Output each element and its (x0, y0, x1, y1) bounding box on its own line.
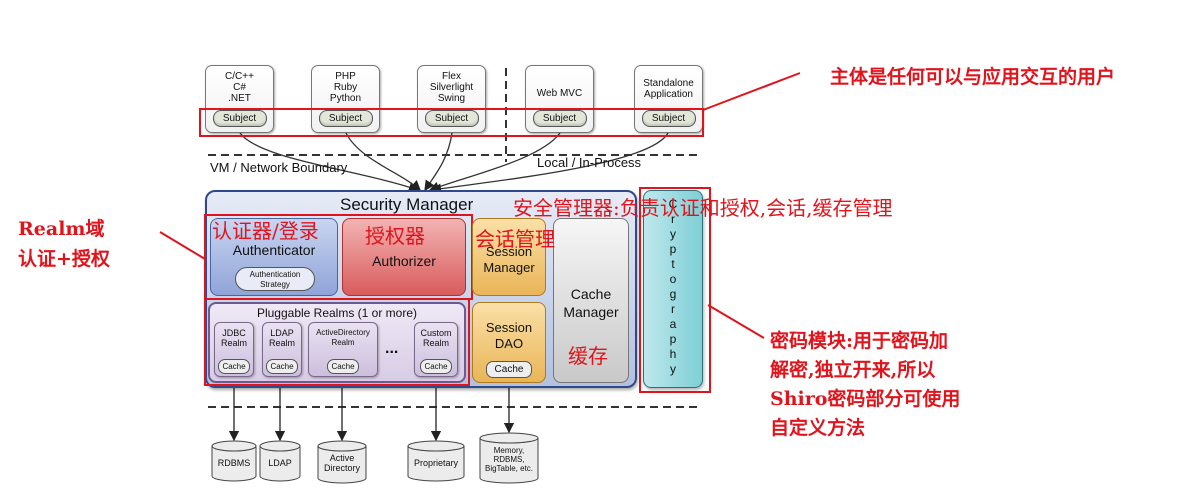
datastore-label: LDAP (268, 458, 292, 468)
subject-pill: Subject (212, 110, 267, 127)
realm-ldap: LDAP Realm Cache (262, 322, 302, 377)
security-manager-annotation: 安全管理器:负责认证和授权,会话,缓存管理 (513, 196, 893, 220)
client-php-ruby-python: PHP Ruby Python Subject (311, 65, 380, 133)
client-standalone-app: Standalone Application Subject (634, 65, 703, 133)
subject-highlight-box (199, 108, 704, 137)
cryptography-letter: r (671, 302, 675, 316)
client-cpp-dotnet: C/C++ C# .NET Subject (205, 65, 274, 133)
realm-label: LDAP Realm (268, 328, 295, 348)
authorizer-box: Authorizer (342, 218, 466, 296)
cryptography-letter: p (669, 242, 677, 256)
crypto-annotation-line4: 自定义方法 (770, 417, 866, 439)
cryptography-letter: y (670, 227, 676, 241)
client-flex-silverlight-swing: Flex Silverlight Swing Subject (417, 65, 486, 133)
realm-annotation-line2: 认证+授权 (18, 248, 110, 270)
realm-custom: Custom Realm Cache (414, 322, 458, 377)
cryptography-letter: t (671, 257, 675, 271)
cryptography-letter: y (670, 362, 676, 376)
subject-pill: Subject (318, 110, 373, 127)
session-dao-cache-pill: Cache (486, 361, 532, 378)
crypto-annotation-line2: 解密,独立开来,所以 (770, 359, 936, 381)
client-label: Standalone Application (643, 78, 694, 100)
authorizer-label: Authorizer (372, 253, 436, 269)
session-dao-label: Session DAO (485, 320, 533, 351)
vm-boundary-label: VM / Network Boundary (210, 160, 348, 175)
cryptography-letter: h (669, 347, 677, 361)
realm-cache-pill: Cache (266, 359, 298, 374)
cryptography-letter: C (668, 197, 678, 211)
cryptography-letter: a (669, 317, 677, 331)
datastore-label: RDBMS (217, 458, 251, 468)
client-label: C/C++ C# .NET (225, 71, 254, 104)
cryptography-letter: g (669, 287, 677, 301)
authenticator-annotation: 认证器/登录 (212, 219, 319, 243)
realm-annotation-line1: Realm域 (18, 218, 105, 240)
session-dao-box: Session DAO Cache (472, 302, 546, 383)
cache-manager-box: Cache Manager (553, 218, 629, 383)
local-process-label: Local / In-Process (537, 155, 642, 170)
session-manager-box: Session Manager (472, 218, 546, 296)
security-manager-title: Security Manager (340, 195, 474, 214)
subject-pill: Subject (532, 110, 587, 127)
crypto-annotation-line3: Shiro密码部分可使用 (770, 388, 961, 410)
cache-manager-label: Cache Manager (563, 286, 619, 320)
datastore-label: Proprietary (413, 458, 458, 468)
cryptography-letter: r (671, 212, 675, 226)
crypto-annotation-line1: 密码模块:用于密码加 (770, 330, 949, 352)
client-label: PHP Ruby Python (329, 71, 362, 104)
subject-pill: Subject (641, 110, 696, 127)
datastore-label: Memory, RDBMS, BigTable, etc. (484, 446, 534, 473)
realms-ellipsis: ... (385, 340, 399, 357)
client-label: Web MVC (536, 88, 583, 99)
pluggable-realms-title: Pluggable Realms (1 or more) (256, 306, 418, 320)
realm-cache-pill: Cache (218, 359, 250, 374)
session-manager-label: Session Manager (483, 244, 535, 275)
crypto-highlight-box (639, 187, 711, 393)
authenticator-box: Authenticator Authentication Strategy (210, 218, 338, 296)
session-annotation: 会话管理 (475, 227, 555, 251)
datastore-label: Active Directory (323, 453, 360, 473)
cryptography-letter: p (669, 332, 677, 346)
authentication-strategy-pill: Authentication Strategy (235, 267, 315, 291)
realms-highlight-box (204, 298, 470, 386)
cache-annotation: 缓存 (568, 344, 608, 368)
realm-cache-pill: Cache (327, 359, 359, 374)
client-web-mvc: Web MVC Subject (525, 65, 594, 133)
authenticator-label: Authenticator (232, 242, 316, 258)
realm-jdbc: JDBC Realm Cache (214, 322, 254, 377)
realm-activedirectory: ActiveDirectory Realm Cache (308, 322, 378, 377)
cryptography-letter: o (669, 272, 677, 286)
client-label: Flex Silverlight Swing (429, 71, 474, 104)
subject-pill: Subject (424, 110, 479, 127)
realm-cache-pill: Cache (420, 359, 452, 374)
realm-label: JDBC Realm (220, 328, 247, 348)
realm-label: Custom Realm (420, 328, 452, 348)
subject-annotation: 主体是任何可以与应用交互的用户 (830, 66, 1116, 88)
authorizer-annotation: 授权器 (365, 224, 425, 248)
realm-label: ActiveDirectory Realm (316, 328, 370, 347)
